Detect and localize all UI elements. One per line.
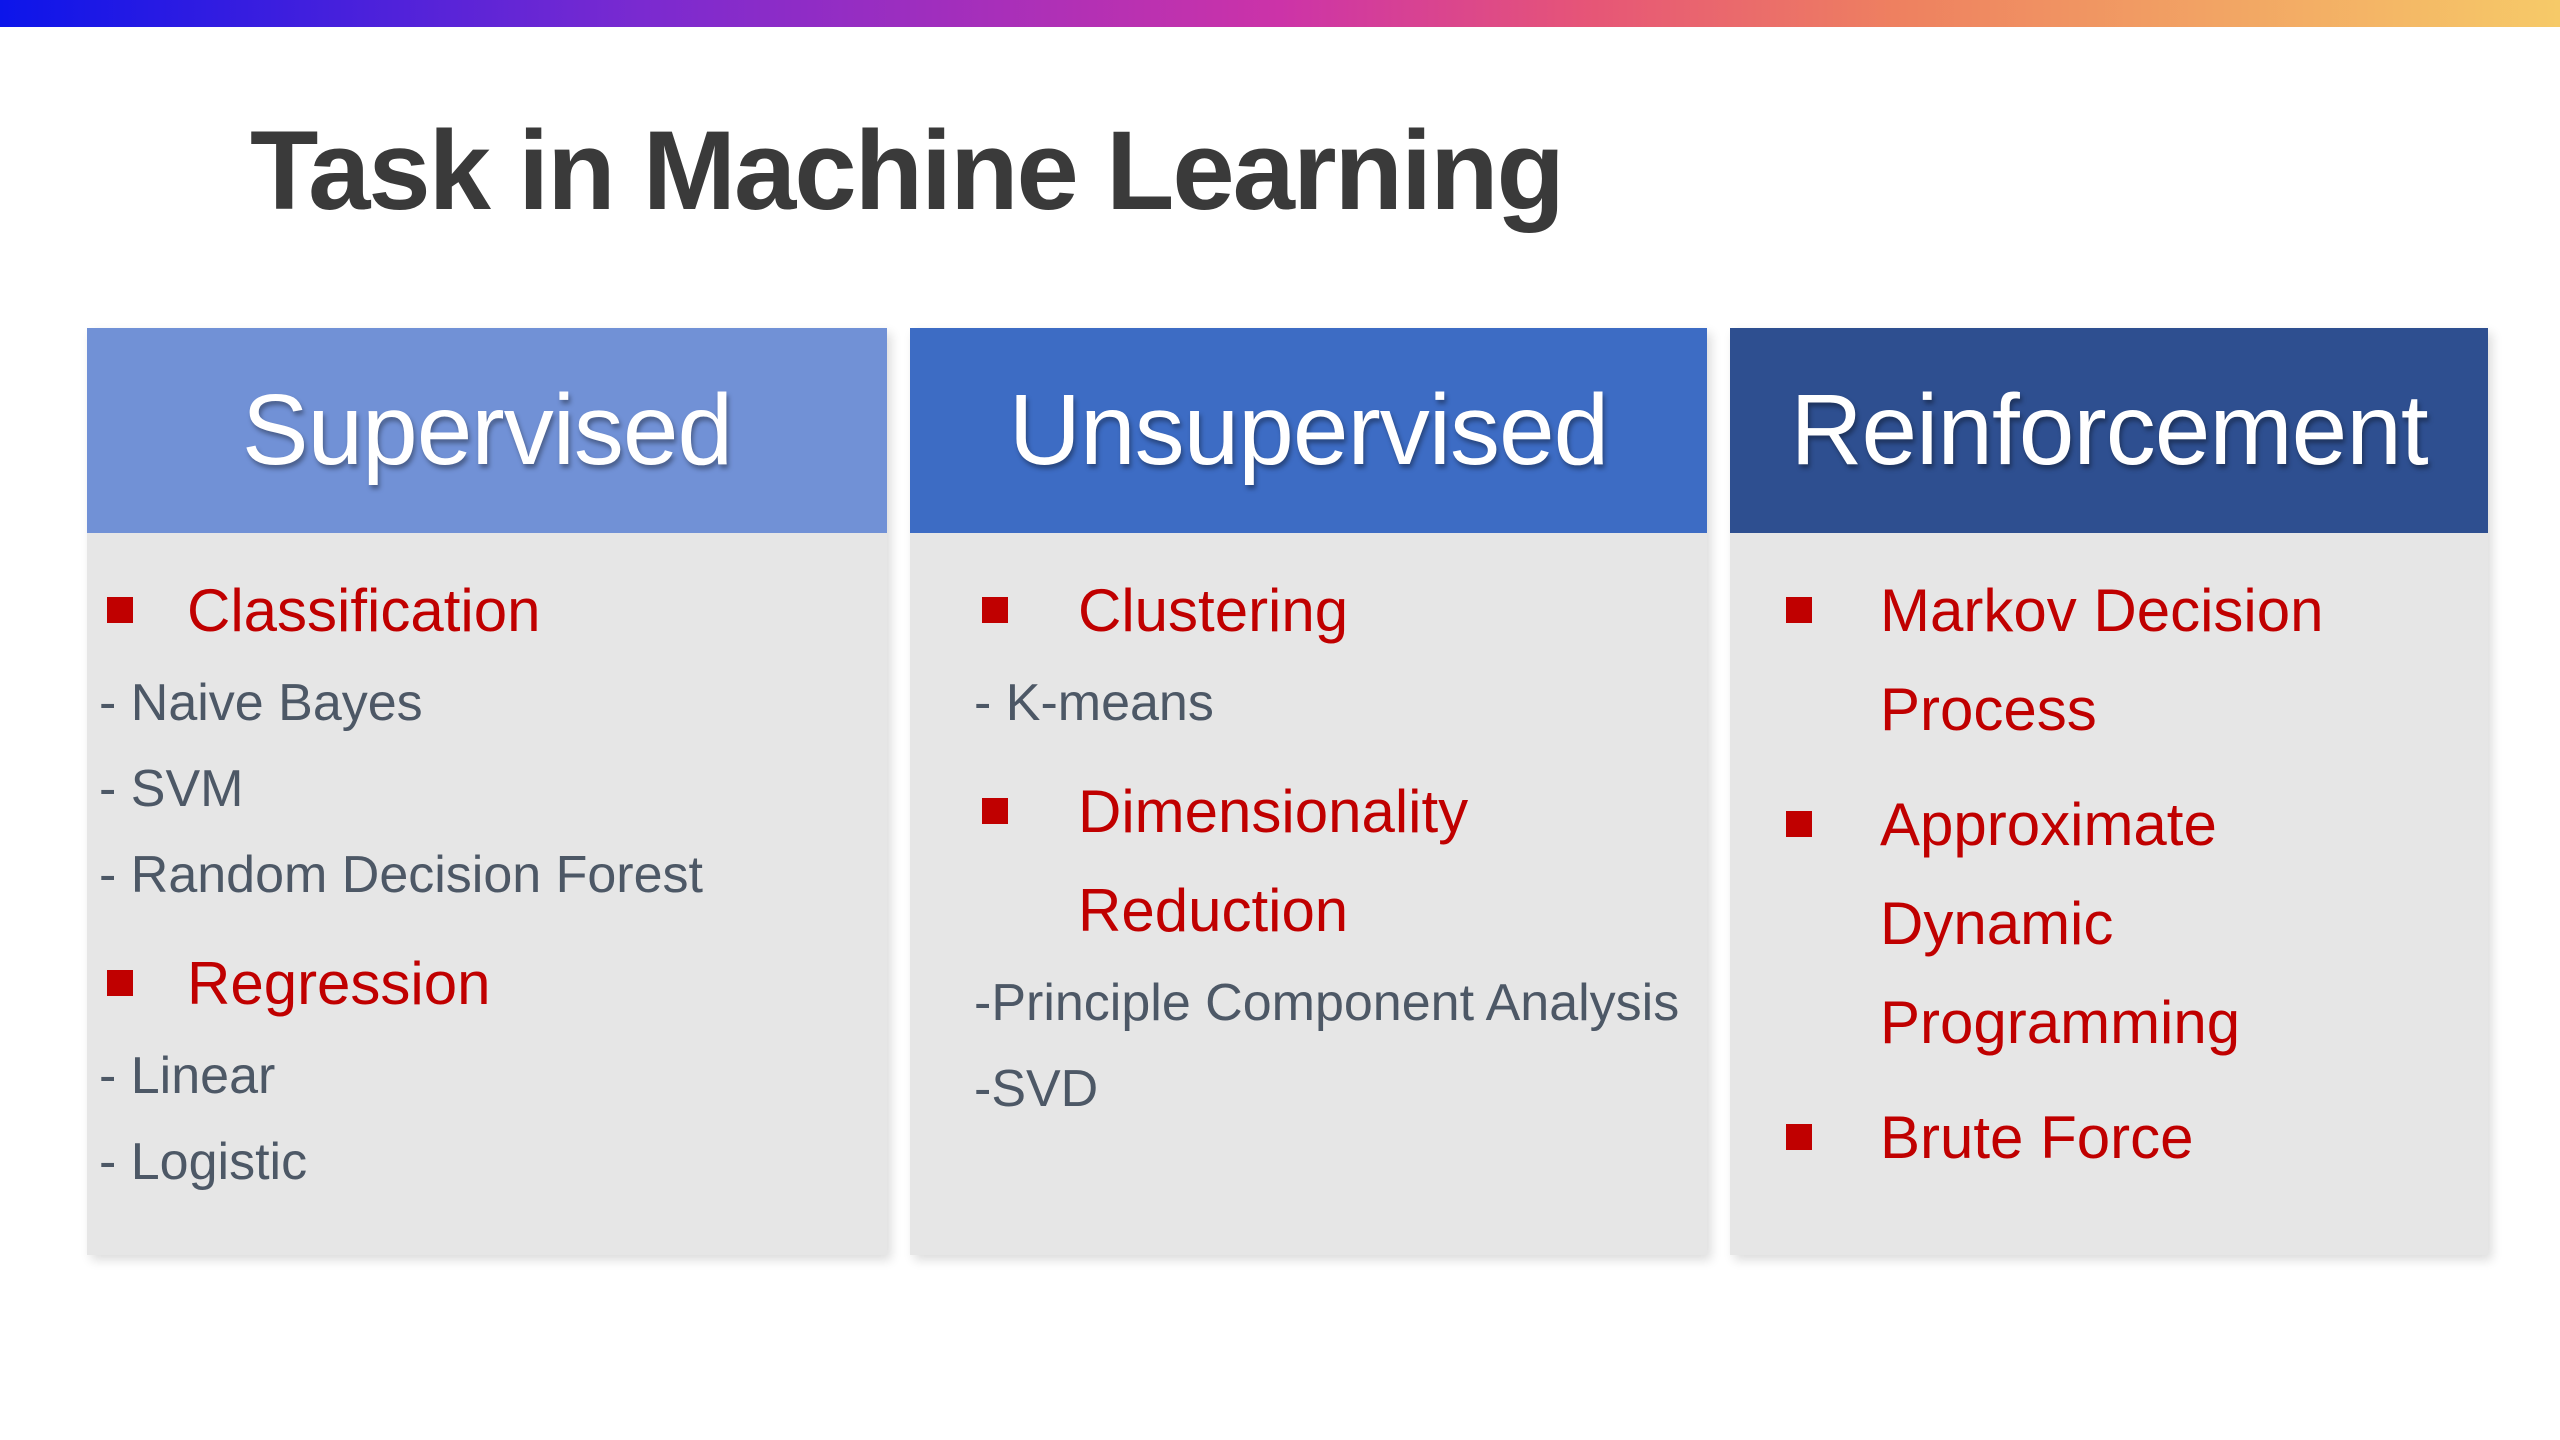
gradient-accent-bar <box>0 0 2560 27</box>
list-item-label: Dimensionality Reduction <box>1078 778 1469 944</box>
column-header-reinforcement: Reinforcement <box>1730 328 2488 533</box>
list-item-label: Brute Force <box>1880 1104 2194 1171</box>
list-item: - Random Decision Forest <box>99 846 703 904</box>
list-item: - SVM <box>99 760 244 818</box>
list-item: - Linear <box>99 1047 276 1105</box>
list-item-label: Approximate Dynamic Programming <box>1880 791 2241 1056</box>
list-item-label: Classification <box>187 577 541 644</box>
bullet-square-icon <box>1786 597 1812 623</box>
column-header-supervised: Supervised <box>87 328 887 533</box>
list-item: Approximate Dynamic Programming <box>1730 775 2488 1072</box>
list-item: Dimensionality Reduction <box>910 762 1707 960</box>
list-item: -SVD <box>974 1060 1099 1118</box>
column-title: Supervised <box>241 374 733 486</box>
list-item: Markov Decision Process <box>1730 561 2488 759</box>
bullet-square-icon <box>982 798 1008 824</box>
list-item: - Logistic <box>99 1133 308 1191</box>
list-item-label: Regression <box>187 950 491 1017</box>
list-item: - Naive Bayes <box>99 674 423 732</box>
bullet-square-icon <box>1786 1124 1812 1150</box>
column-title: Reinforcement <box>1790 374 2428 486</box>
list-item: - K-means <box>974 674 1214 732</box>
list-item: Regression <box>87 934 887 1033</box>
bullet-square-icon <box>1786 811 1812 837</box>
bullet-square-icon <box>107 597 133 623</box>
column-item-list: Classification - Naive Bayes - SVM - Random… <box>87 561 887 1205</box>
list-item-label: Clustering <box>1078 577 1349 644</box>
list-item: Brute Force <box>1730 1088 2488 1187</box>
column-header-unsupervised: Unsupervised <box>910 328 1707 533</box>
bullet-square-icon <box>982 597 1008 623</box>
column-body-supervised: Classification - Naive Bayes - SVM - Random… <box>87 533 887 1255</box>
list-item-label: Markov Decision Process <box>1880 577 2324 743</box>
bullet-square-icon <box>107 970 133 996</box>
page-title: Task in Machine Learning <box>250 108 1565 233</box>
list-item: -Principle Component Analysis <box>974 974 1680 1032</box>
list-item: Clustering <box>910 561 1707 660</box>
column-title: Unsupervised <box>1008 374 1609 486</box>
list-item: Classification <box>87 561 887 660</box>
